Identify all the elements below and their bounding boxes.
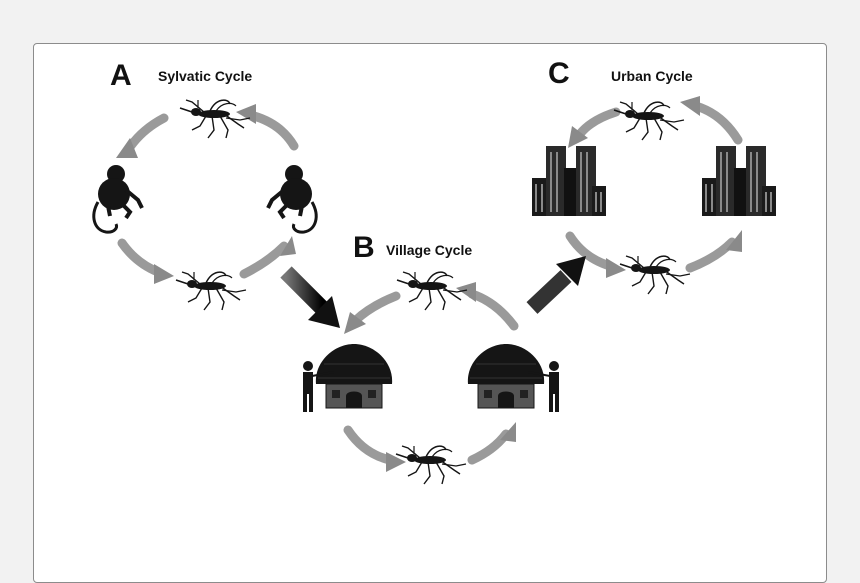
panel-a-letter: A [110, 59, 132, 92]
monkey-icon [266, 163, 319, 235]
panel-c-letter: C [548, 57, 570, 90]
sylvatic-arrow-top-left [116, 113, 169, 158]
village-arrow-bottom-right [467, 422, 516, 465]
panel-b-title: Village Cycle [386, 242, 472, 258]
cycle-arrows [116, 96, 743, 472]
panel-c-title: Urban Cycle [611, 68, 693, 84]
village-arrow-top-right [456, 282, 519, 331]
urban-arrow-top-left [568, 107, 621, 148]
mosquito-icon [619, 255, 691, 295]
mosquito-icon [179, 99, 251, 139]
panel-c-heading: C Urban Cycle [548, 57, 693, 90]
sylvatic-arrow-bottom-right [239, 236, 296, 279]
city-buildings-icon [532, 146, 606, 216]
urban-arrow-bottom-left [565, 231, 626, 278]
diagram-canvas: A Sylvatic Cycle B Village Cycle C Urban… [91, 57, 776, 485]
panel-a-heading: A Sylvatic Cycle [110, 59, 252, 92]
urban-arrow-top-right [680, 96, 743, 145]
village-arrow-bottom-left [343, 425, 406, 472]
mosquito-icon [175, 271, 247, 311]
hut-icon [315, 343, 393, 409]
sylvatic-arrow-bottom-left [117, 238, 174, 284]
mosquito-icon [613, 101, 685, 141]
panel-a-title: Sylvatic Cycle [158, 68, 252, 84]
panel-b-heading: B Village Cycle [353, 231, 472, 264]
sylvatic-arrow-top-right [236, 104, 299, 151]
hut-icon [467, 343, 545, 409]
urban-arrow-bottom-right [685, 230, 742, 273]
transmission-cycle-figure: A Sylvatic Cycle B Village Cycle C Urban… [86, 57, 776, 492]
sylvatic-to-village-arrow [280, 266, 340, 328]
mosquito-icon [395, 445, 467, 485]
village-to-urban-arrow [526, 256, 586, 314]
village-arrow-top-left [344, 291, 401, 334]
panel-b-letter: B [353, 231, 375, 264]
monkey-icon [91, 163, 144, 235]
mosquito-icon [396, 271, 468, 311]
city-buildings-icon [702, 146, 776, 216]
